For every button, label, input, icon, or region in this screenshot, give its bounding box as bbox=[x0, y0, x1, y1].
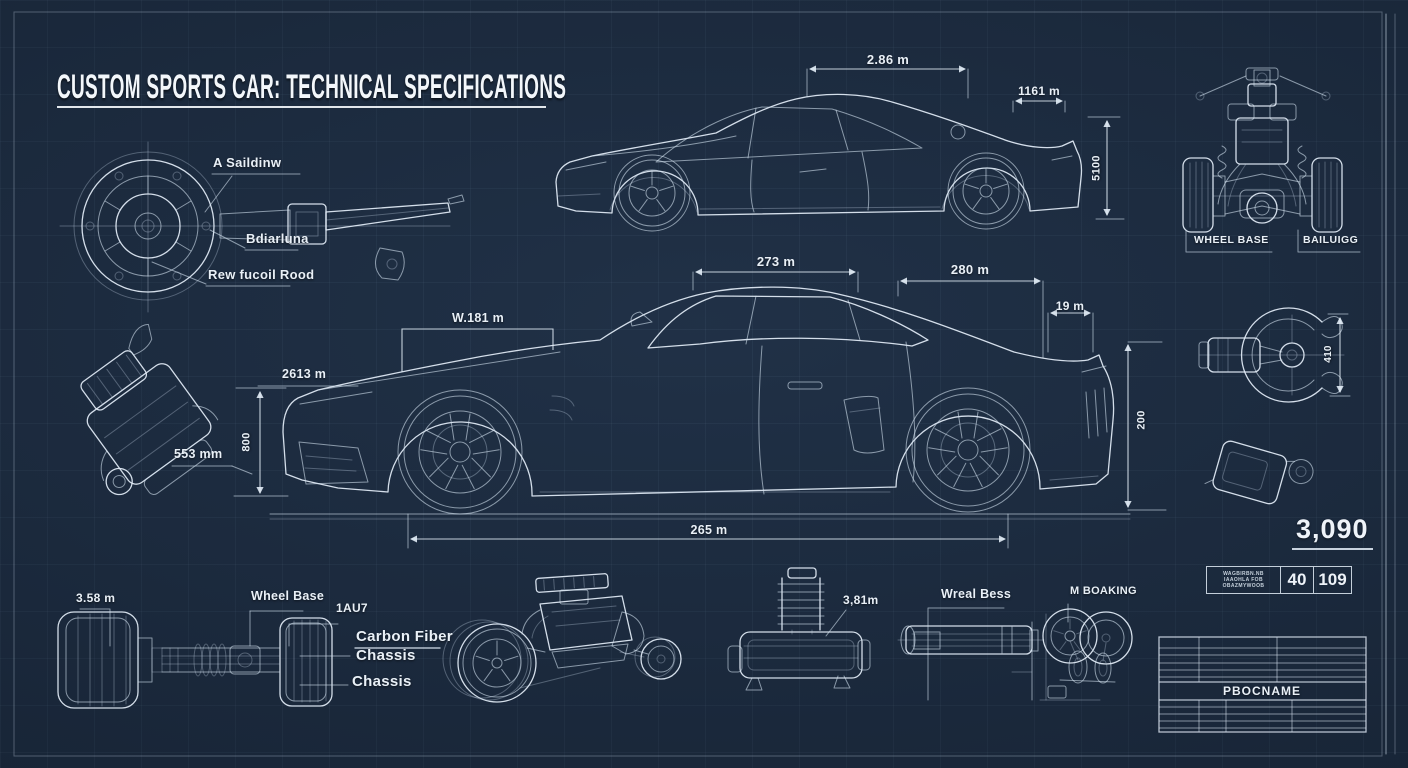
front-suspension-drawing bbox=[1182, 67, 1361, 253]
spec-note-cell: WAGBIRBN.NB IAAOHLA FOB OBAZMYWOOB bbox=[1207, 567, 1281, 593]
top-side-view-car-drawing bbox=[555, 93, 1083, 232]
axle-callout-bottom: Rew fucoil Rood bbox=[208, 267, 315, 282]
suspension-label-wheelbase: WHEEL BASE bbox=[1194, 234, 1269, 246]
title-block-grid bbox=[1158, 636, 1367, 733]
suspension-label-right: BAILUIGG bbox=[1303, 234, 1359, 246]
dim-label-sill: 553 mm bbox=[174, 447, 223, 461]
spec-value-2: 109 bbox=[1318, 570, 1347, 589]
dim-label-front-height: 800 bbox=[240, 432, 253, 452]
engine-detail-drawing bbox=[80, 323, 219, 496]
spec-note-line3: OBAZMYWOOB bbox=[1222, 583, 1265, 589]
title-underline bbox=[57, 106, 546, 108]
spec-note-line2: IAAOHLA FOB bbox=[1224, 577, 1263, 583]
dim-label-top-rear-deck: 1161 m bbox=[1018, 84, 1060, 98]
dim-label-top-height: 5100 bbox=[1090, 155, 1103, 181]
dim-label-roof: 273 m bbox=[756, 254, 796, 269]
chassis-label-chassis-2: Chassis bbox=[352, 673, 412, 690]
dim-label-top-roof: 2.86 m bbox=[866, 52, 910, 67]
wheel-hub-assembly-drawing bbox=[1039, 603, 1133, 701]
spec-value-1: 40 bbox=[1281, 567, 1314, 593]
spec-note-line1: WAGBIRBN.NB bbox=[1223, 571, 1264, 577]
chassis-label-wheelbase: Wheel Base bbox=[251, 589, 325, 603]
spec-big-number: 3,090 bbox=[1292, 514, 1373, 550]
dim-label-length: 265 m bbox=[690, 523, 728, 537]
chassis-dim-front: 3.58 m bbox=[76, 591, 116, 605]
chassis-label-chassis-1: Chassis bbox=[356, 647, 416, 664]
axle-callout-mid: Bdiarluna bbox=[246, 231, 309, 246]
dimension-lines bbox=[171, 65, 1351, 549]
dim-label-spoiler: 19 m bbox=[1055, 299, 1085, 313]
drivetrain-dim: 3,81m bbox=[843, 593, 879, 607]
axle-callout-top: A Saildinw bbox=[213, 155, 282, 170]
engine-wheels-drawing bbox=[442, 573, 682, 703]
title-block-name: PBOCNAME bbox=[1222, 684, 1302, 698]
chassis-axle-drawing bbox=[57, 608, 441, 709]
spec-mini-table: WAGBIRBN.NB IAAOHLA FOB OBAZMYWOOB 40 10… bbox=[1206, 566, 1352, 594]
hub-assembly-label: M BOAKING bbox=[1070, 585, 1137, 597]
main-side-view-car-drawing bbox=[269, 286, 1131, 520]
dim-label-hood: W.181 m bbox=[451, 311, 505, 325]
dim-label-rear-height: 200 bbox=[1135, 410, 1148, 430]
chassis-label-code: 1AU7 bbox=[336, 601, 368, 615]
page-title: CUSTOM SPORTS CAR: TECHNICAL SPECIFICATI… bbox=[57, 68, 567, 106]
gearbox-detail-drawing bbox=[727, 567, 871, 691]
chassis-label-material: Carbon Fiber bbox=[356, 628, 453, 645]
dim-label-rear: 280 m bbox=[950, 262, 990, 277]
bracket-detail-drawing bbox=[1204, 440, 1314, 505]
front-axle-detail-drawing bbox=[59, 141, 465, 313]
page-frame bbox=[13, 11, 1396, 757]
dim-label-front-overhang: 2613 m bbox=[282, 367, 327, 381]
dim-label-knuckle-height: 410 bbox=[1323, 345, 1334, 363]
cylinder-detail-drawing bbox=[897, 607, 1045, 701]
hub-knuckle-detail-drawing bbox=[1198, 307, 1345, 403]
cylinder-label: Wreal Bess bbox=[941, 587, 1012, 601]
